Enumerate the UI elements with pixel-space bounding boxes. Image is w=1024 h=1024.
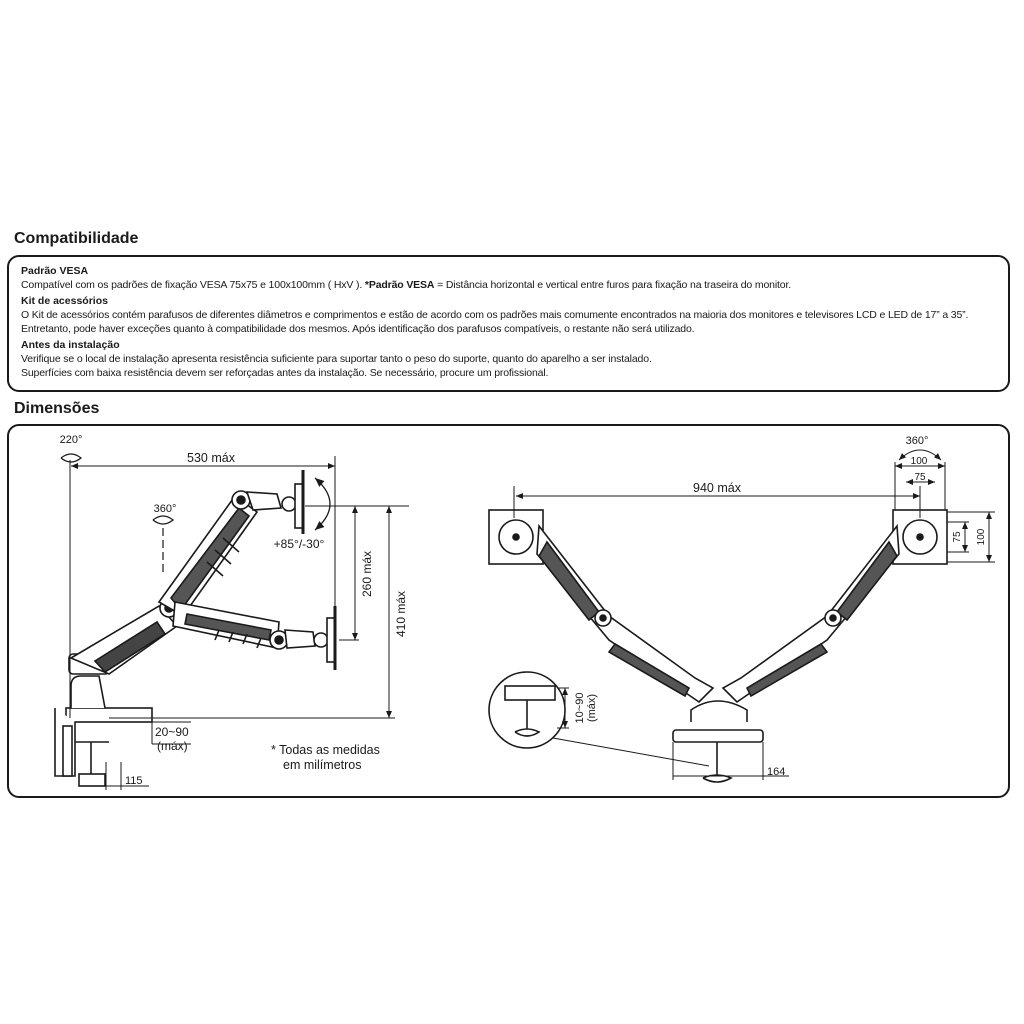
vesa-75-horizontal-label: 75 <box>914 472 926 483</box>
vesa-100-horizontal-label: 100 <box>911 456 928 467</box>
install-heading: Antes da instalação <box>21 339 120 351</box>
right-clamp-range-label: 10~90 <box>574 693 586 724</box>
right-reach-label: 940 máx <box>693 481 742 495</box>
right-clamp-range-unit: (máx) <box>586 694 598 722</box>
right-vesa-plate <box>892 509 948 565</box>
arm-rotation-label: 360° <box>154 503 177 515</box>
tilt-label: +85°/-30° <box>274 537 325 551</box>
right-dimension-labels: 360° 100 75 75 100 940 máx 10~90 (máx) 1… <box>574 435 987 778</box>
tilt-arc <box>314 477 331 531</box>
install-line-2: Superfícies com baixa resistência devem … <box>21 367 549 379</box>
note-line-2: em milímetros <box>283 758 361 772</box>
clamp-range-label: 20~90 <box>155 725 189 739</box>
right-base-width-label: 164 <box>767 766 785 778</box>
desk-clamp <box>54 707 153 787</box>
vesa-text: Compatível com os padrões de fixação VES… <box>21 279 363 291</box>
left-reach-label: 530 máx <box>187 451 236 465</box>
left-vesa-plate <box>488 509 544 565</box>
clamp-range-unit: (máx) <box>157 739 188 753</box>
dimensions-title: Dimensões <box>14 400 100 417</box>
kit-line-1: O Kit de acessórios contém parafusos de … <box>21 309 969 321</box>
kit-line-2: Entretanto, pode haver exceções quanto à… <box>21 323 695 335</box>
vesa-paragraph: Compatível com os padrões de fixação VES… <box>21 278 996 292</box>
left-dimension-lines <box>69 456 409 790</box>
base-rotation-label: 220° <box>60 434 83 446</box>
clamp-detail <box>488 671 710 767</box>
vesa-note-text: = Distância horizontal e vertical entre … <box>434 279 792 291</box>
vesa-75-vertical-label: 75 <box>952 531 963 543</box>
left-arm-diagram <box>54 453 337 787</box>
left-upper-arm <box>157 470 305 618</box>
compatibility-box: Padrão VESA Compatível com os padrões de… <box>7 255 1010 392</box>
base-rotation-arrow <box>60 453 83 463</box>
height-410-label: 410 máx <box>394 591 408 637</box>
install-line-1: Verifique se o local de instalação apres… <box>21 353 652 365</box>
note-line-1: * Todas as medidas <box>271 743 380 757</box>
vesa-note-label: *Padrão VESA <box>364 279 435 291</box>
right-rotation-label: 360° <box>906 435 929 447</box>
left-dimension-labels: 220° 530 máx 360° +85°/-30° 260 máx 410 … <box>60 434 408 787</box>
right-dual-arm-diagram <box>488 509 948 783</box>
height-260-label: 260 máx <box>360 551 374 597</box>
dimensions-box: 220° 530 máx 360° +85°/-30° 260 máx 410 … <box>7 424 1010 798</box>
left-upper-arm-lowered <box>172 601 337 670</box>
dimensions-diagram: 220° 530 máx 360° +85°/-30° 260 máx 410 … <box>54 434 995 790</box>
right-dimension-lines <box>513 449 995 780</box>
compatibility-title: Compatibilidade <box>14 230 139 247</box>
left-lower-arm <box>69 598 179 675</box>
vesa-heading: Padrão VESA <box>21 265 89 277</box>
vesa-100-vertical-label: 100 <box>976 528 987 545</box>
kit-heading: Kit de acessórios <box>21 295 108 307</box>
left-base-width-label: 115 <box>125 775 143 787</box>
arm-rotation-arrow <box>152 515 175 525</box>
